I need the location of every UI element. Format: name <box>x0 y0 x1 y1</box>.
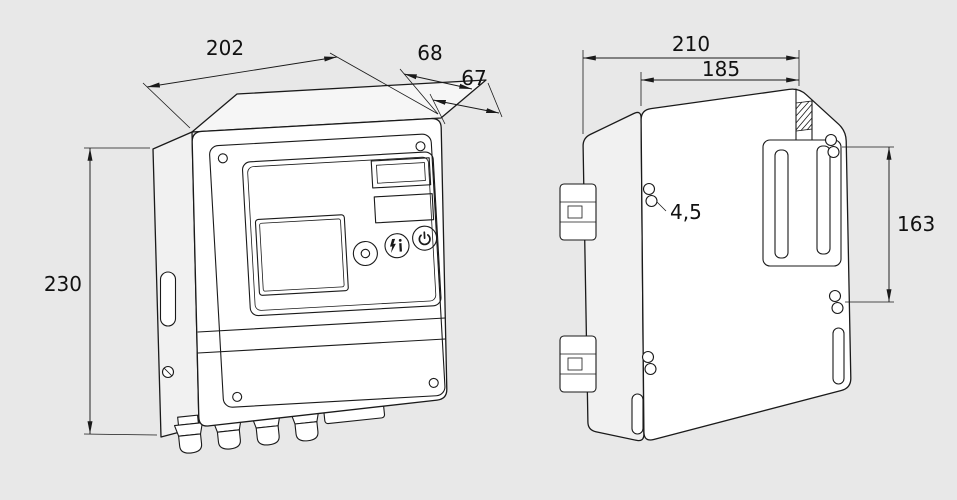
rear-side-face <box>582 111 645 442</box>
dimension-line <box>146 56 338 88</box>
reset-button <box>352 240 378 267</box>
dimension-line <box>403 73 473 90</box>
dim-hole-spacing-horizontal: 185 <box>640 57 799 106</box>
power-arc <box>418 234 431 246</box>
mounting-hole <box>831 301 844 315</box>
front-view: 230 202 68 67 <box>44 36 503 454</box>
gland-part <box>216 429 241 450</box>
dim-hole-spacing-vertical: 163 <box>842 146 935 303</box>
door-screw <box>217 153 228 164</box>
extension-line <box>487 82 503 118</box>
dim-depth-total: 68 <box>399 41 473 115</box>
door-screw <box>428 377 439 388</box>
hole-diameter-label: 4,5 <box>670 200 702 224</box>
hatch-line <box>795 110 813 131</box>
mounting-clip <box>559 335 597 393</box>
power-icon <box>418 231 431 246</box>
flash-info-icon <box>390 238 402 254</box>
lcd-display <box>254 214 349 296</box>
mounting-hole <box>827 145 840 159</box>
rear-view: 210 185 163 4,5 <box>559 32 935 442</box>
channel-slot <box>774 149 789 259</box>
hatch-line <box>795 103 813 124</box>
hole-spacing-h-dim-label: 185 <box>702 57 740 81</box>
housing-seam-line <box>197 338 446 354</box>
hatch-line <box>795 101 803 110</box>
mounting-hole-pair <box>828 289 844 315</box>
clip-latch <box>567 357 583 371</box>
extension-line <box>142 82 191 129</box>
leader-line <box>656 201 667 212</box>
mounting-hole-pair <box>824 133 840 159</box>
side-screw-slot <box>164 368 172 376</box>
depth-front-dim-label: 67 <box>461 66 486 90</box>
front-height-dim-label: 230 <box>44 272 82 296</box>
extension-line <box>329 52 439 115</box>
hatch-line <box>795 101 810 117</box>
extension-line <box>83 433 158 436</box>
mounting-hole <box>641 350 655 364</box>
channel-outline <box>762 139 842 267</box>
hatch-line <box>800 117 813 131</box>
clip-latch <box>567 205 583 219</box>
mounting-hole <box>645 194 658 208</box>
gland-part <box>178 433 203 454</box>
hatch-outline <box>795 100 813 132</box>
mounting-channel <box>762 88 842 267</box>
type-label <box>373 193 435 224</box>
info-dot <box>398 238 402 242</box>
clip-body <box>559 335 597 393</box>
clip-body <box>559 183 597 241</box>
led-display-window <box>370 157 432 189</box>
mounting-hole <box>824 133 838 147</box>
flash-bolt <box>390 238 396 254</box>
channel-slot <box>816 145 831 255</box>
dim-rear-width: 210 <box>582 32 800 134</box>
dimension-line <box>432 99 500 114</box>
front-width-dim-label: 202 <box>206 36 244 60</box>
depth-total-dim-label: 68 <box>417 41 442 65</box>
mounting-hole <box>828 289 842 303</box>
dim-front-width: 202 <box>142 36 439 129</box>
door-screw <box>415 141 426 152</box>
reset-dot-icon <box>360 248 371 259</box>
hole-spacing-v-dim-label: 163 <box>897 212 935 236</box>
rear-back-face <box>640 88 852 441</box>
hatch-line <box>806 123 813 131</box>
dim-front-height: 230 <box>44 147 158 436</box>
power-button <box>412 225 438 251</box>
cable-gland <box>173 414 203 454</box>
mounting-hole <box>642 182 656 196</box>
side-window <box>159 271 177 327</box>
door-screw <box>232 391 243 402</box>
mounting-slot <box>631 393 644 435</box>
front-door <box>209 133 446 408</box>
housing-front-face <box>191 117 448 427</box>
channel-hatch <box>795 100 813 132</box>
lcd-display-inner <box>259 218 345 292</box>
mounting-hole-pair <box>642 182 658 208</box>
front-panel <box>209 133 446 408</box>
housing-seam-line <box>197 317 446 333</box>
dim-depth-front: 67 <box>429 66 503 125</box>
mounting-hole <box>644 362 657 376</box>
led-display-screen <box>376 162 426 184</box>
rear-width-dim-label: 210 <box>672 32 710 56</box>
mounting-hole-pair <box>641 350 657 376</box>
mounting-clip <box>559 183 597 241</box>
gland-part <box>255 425 280 446</box>
gland-part <box>294 421 319 442</box>
hole-diameter-callout: 4,5 <box>656 200 702 224</box>
info-button <box>384 233 410 259</box>
mounting-slot <box>832 327 845 385</box>
panel-bezel <box>241 151 442 317</box>
